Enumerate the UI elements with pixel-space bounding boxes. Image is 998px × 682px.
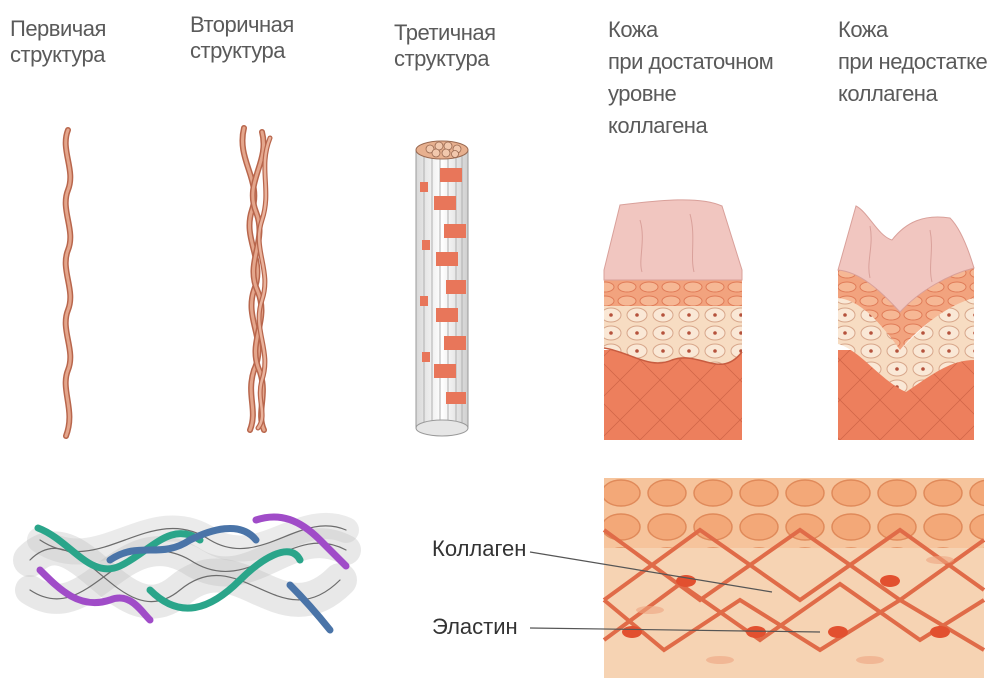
secondary-braid-illustration [242, 128, 270, 430]
triple-helix-illustration [30, 517, 346, 630]
primary-strand-illustration [66, 130, 71, 436]
skin-lack-collagen-illustration [838, 206, 974, 440]
tertiary-fibril-illustration [416, 141, 468, 436]
collagen-elastin-network [604, 478, 984, 678]
skin-enough-collagen-illustration [604, 200, 742, 440]
